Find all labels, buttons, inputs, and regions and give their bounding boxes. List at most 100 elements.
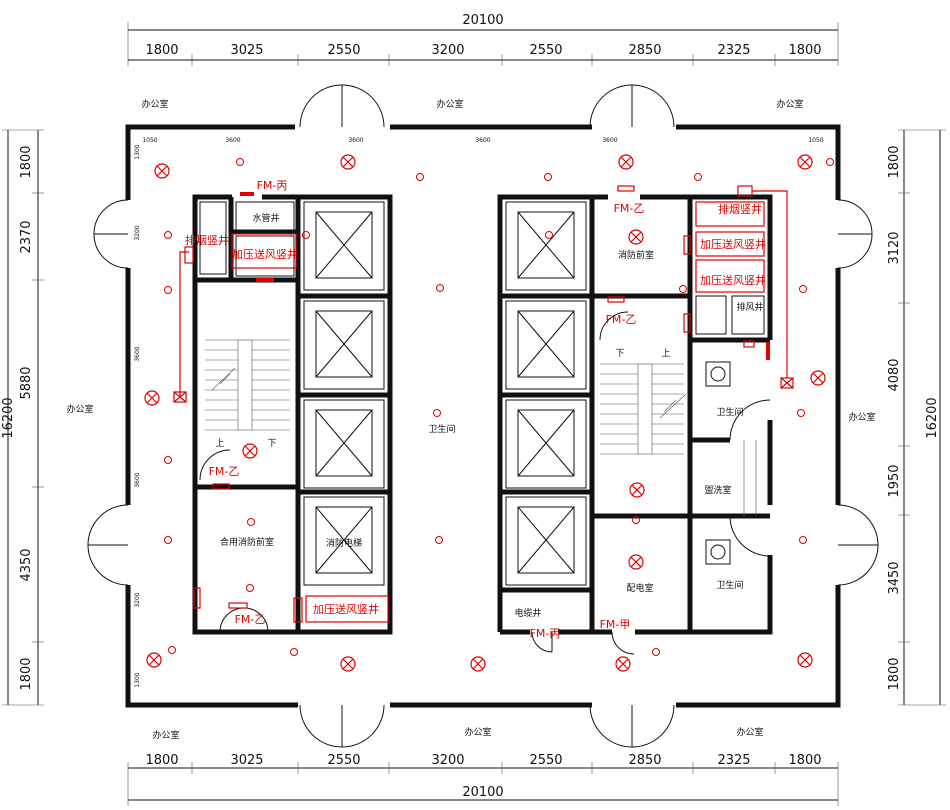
fire-elevator-label: 消防电梯 — [326, 537, 362, 549]
light-fixture-icon — [247, 518, 255, 526]
water-shaft-label: 水管井 — [252, 212, 279, 224]
right-core: 消防前室 排风井 下 上 卫生间 盥洗室 卫生间 配电室 电缆井 — [497, 194, 773, 655]
dim-right-5: 3450 — [887, 561, 902, 594]
smoke-detector-icon — [340, 154, 356, 170]
fm-bing-bottom-label: FM-丙 — [530, 627, 561, 640]
toilet-right2-label: 卫生间 — [716, 579, 743, 591]
detector-symbols — [144, 154, 834, 672]
light-fixture-icon — [797, 409, 805, 417]
light-fixture-icon — [632, 516, 640, 524]
dim-top-8: 1800 — [788, 43, 821, 58]
light-fixture-icon — [436, 284, 444, 292]
light-fixture-icon — [246, 584, 254, 592]
light-fixture-icon — [679, 285, 687, 293]
smoke-detector-icon — [797, 652, 813, 668]
light-fixture-icon — [652, 648, 660, 656]
svg-text:3600: 3600 — [475, 137, 490, 144]
overall-width-top: 20100 — [462, 13, 503, 28]
dim-top-6: 2850 — [628, 43, 661, 58]
smoke-detector-icon — [154, 163, 170, 179]
fm-yi-r2-label: FM-乙 — [606, 313, 637, 326]
pressure-shaft-right1-label: 加压送风竖井 — [700, 237, 766, 251]
light-fixture-icon — [799, 285, 807, 293]
svg-text:3200: 3200 — [134, 592, 141, 607]
light-fixture-icon — [694, 173, 702, 181]
svg-text:1300: 1300 — [134, 144, 141, 159]
dim-bottom-2: 3025 — [230, 753, 263, 768]
overall-height-right: 16200 — [925, 397, 940, 438]
svg-text:1050: 1050 — [142, 137, 157, 144]
toilet-right-label: 卫生间 — [716, 406, 743, 418]
dim-top-4: 3200 — [431, 43, 464, 58]
smoke-detector-icon — [797, 154, 813, 170]
dim-right-2: 3120 — [887, 231, 902, 264]
fire-lobby-label: 消防前室 — [618, 249, 654, 261]
overall-height-left: 16200 — [1, 397, 16, 438]
office-label-tr: 办公室 — [776, 98, 803, 110]
smoke-detector-icon — [144, 390, 160, 406]
light-fixture-icon — [826, 158, 834, 166]
light-fixture-icon — [164, 536, 172, 544]
dim-right-6: 1800 — [887, 657, 902, 690]
dim-left-3: 5880 — [19, 366, 34, 399]
outer-doors — [87, 84, 879, 748]
left-core: 水管井 上 下 合用消防前室 消防电梯 — [192, 194, 393, 635]
inner-small-dims: 1050 3600 3600 3600 3600 1050 1300 3200 … — [134, 137, 824, 688]
dim-right-3: 4080 — [887, 358, 902, 391]
svg-text:3600: 3600 — [134, 346, 141, 361]
toilet-center-label: 卫生间 — [428, 423, 455, 435]
dim-bottom-1: 1800 — [145, 753, 178, 768]
svg-text:3600: 3600 — [348, 137, 363, 144]
dim-right-1: 1800 — [887, 145, 902, 178]
light-fixture-icon — [168, 646, 176, 654]
dim-top-5: 2550 — [529, 43, 562, 58]
smoke-detector-icon — [146, 652, 162, 668]
exhaust-shaft-label: 排风井 — [736, 301, 763, 313]
dim-left-5: 1800 — [19, 657, 34, 690]
bottom-dimensions: 1800 3025 2550 3200 2550 2850 2325 1800 … — [127, 753, 839, 806]
shared-fire-lobby-label: 合用消防前室 — [220, 536, 274, 548]
dim-bottom-4: 3200 — [431, 753, 464, 768]
smoke-detector-icon — [470, 656, 486, 672]
svg-text:1300: 1300 — [134, 672, 141, 687]
overall-width-bottom: 20100 — [462, 785, 503, 800]
dim-left-1: 1800 — [19, 145, 34, 178]
dim-top-2: 3025 — [230, 43, 263, 58]
light-fixture-icon — [164, 286, 172, 294]
light-fixture-icon — [236, 158, 244, 166]
office-label-tl: 办公室 — [141, 98, 168, 110]
office-label-left: 办公室 — [66, 403, 93, 415]
dim-bottom-8: 1800 — [788, 753, 821, 768]
smoke-shaft-right-label: 排烟竖井 — [718, 202, 762, 216]
pressure-shaft-right2-label: 加压送风竖井 — [700, 273, 766, 287]
fm-yi-bottom-label: FM-乙 — [235, 613, 266, 626]
light-fixture-icon — [799, 536, 807, 544]
stair-down-right: 下 — [615, 349, 624, 359]
dim-top-1: 1800 — [145, 43, 178, 58]
svg-text:3600: 3600 — [602, 137, 617, 144]
smoke-detector-icon — [615, 656, 631, 672]
power-room-label: 配电室 — [626, 582, 653, 594]
smoke-shaft-left-label: 排烟竖井 — [185, 233, 229, 247]
dim-top-3: 2550 — [327, 43, 360, 58]
light-fixture-icon — [545, 231, 553, 239]
smoke-detector-icon — [628, 229, 644, 245]
cable-shaft-label: 电缆井 — [514, 607, 541, 619]
dim-bottom-7: 2325 — [717, 753, 750, 768]
light-fixture-icon — [164, 456, 172, 464]
svg-text:3600: 3600 — [225, 137, 240, 144]
smoke-detector-icon — [810, 370, 826, 386]
smoke-detector-icon — [628, 554, 644, 570]
light-fixture-icon — [290, 648, 298, 656]
svg-text:1050: 1050 — [808, 137, 823, 144]
pressure-shaft-bottom-label: 加压送风竖井 — [313, 602, 379, 616]
office-label-br: 办公室 — [736, 726, 763, 738]
smoke-detector-icon — [242, 443, 258, 459]
fire-annotations: FM-丙 排烟竖井 加压送风竖井 FM-乙 FM-乙 加压送风竖井 排烟竖井 加… — [173, 179, 794, 640]
smoke-detector-icon — [629, 482, 645, 498]
smoke-detector-icon — [618, 154, 634, 170]
fm-yi-r1-label: FM-乙 — [614, 202, 645, 215]
top-dimensions: 20100 1800 3025 2550 3200 2550 2850 2325… — [127, 13, 839, 66]
svg-text:3200: 3200 — [134, 225, 141, 240]
